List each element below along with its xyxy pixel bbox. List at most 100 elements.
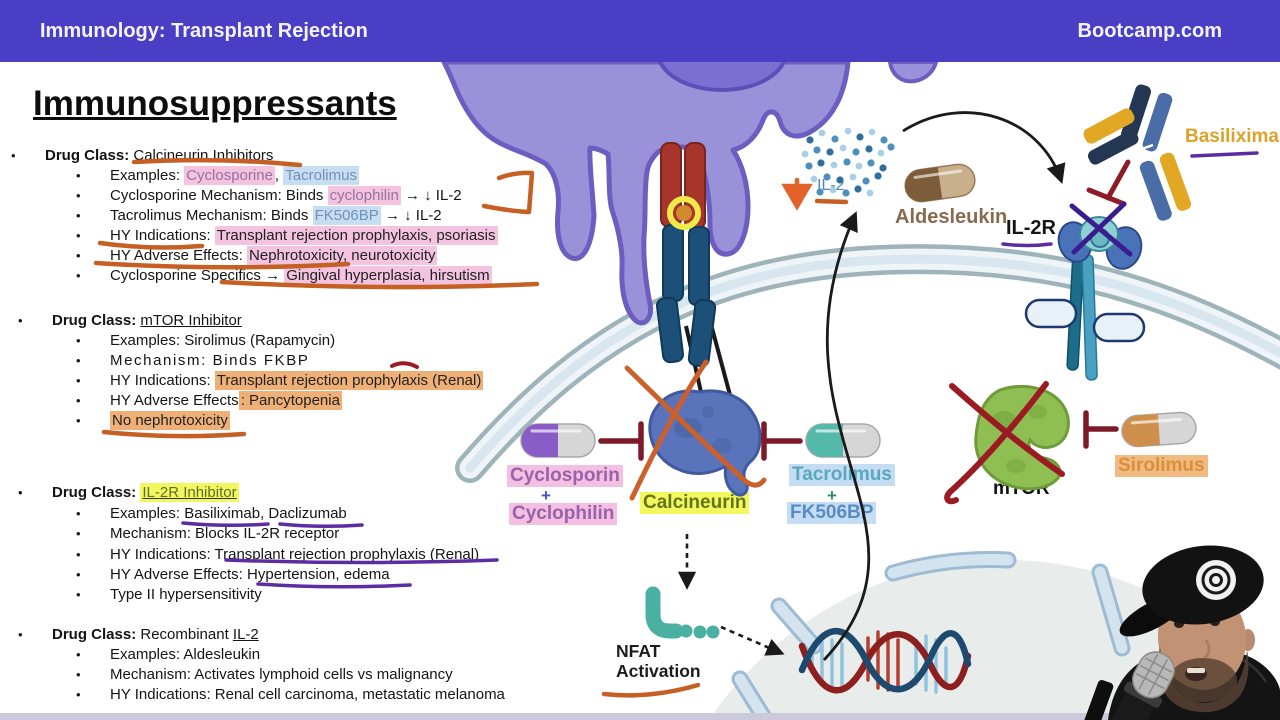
eye [1210, 618, 1220, 626]
nfat-protein [645, 586, 720, 639]
text-run: Mechanism: Activates lymphoid cells vs m… [110, 666, 453, 683]
text-run: HY Indications: Transplant rejection pro… [110, 546, 480, 563]
text-run: HY Indications: [110, 372, 215, 389]
face [1157, 586, 1247, 690]
slide-title: Immunosuppressants [33, 84, 397, 123]
text-run: Drug Class: [52, 626, 141, 643]
activation-text: Activation [616, 661, 701, 681]
text-run: cyclophilin [327, 186, 401, 205]
bullet-dot: • [76, 667, 81, 682]
il2-receptor [1057, 216, 1143, 381]
text-run: Mechanism: Binds FKBP [110, 352, 310, 369]
cyclophilin-label: Cyclophilin [509, 503, 618, 525]
webcam-presenter [1082, 545, 1280, 720]
drug-class-heading: •Drug Class: mTOR Inhibitor [18, 311, 242, 330]
text-run: Examples: Basiliximab, Daclizumab [110, 505, 347, 522]
bullet-dot: • [11, 148, 16, 163]
lecture-title: Immunology: Transplant Rejection [40, 20, 368, 42]
bullet-line: • Examples: Aldesleukin [76, 645, 261, 664]
text-run: → [265, 267, 281, 284]
cyclosporin-pill [520, 423, 596, 458]
header-bar: Immunology: Transplant Rejection Bootcam… [0, 0, 1280, 62]
bullet-line: • HY Adverse Effects: Hypertension, edema [76, 565, 390, 584]
text-run: Cyclosporine [184, 166, 275, 185]
text-run: HY Indications: Renal cell carcinoma, me… [110, 686, 505, 703]
nfat-text: NFAT [616, 641, 661, 661]
mtor-label: mTOR [993, 478, 1050, 499]
nfat-activation-label: NFAT Activation [616, 641, 701, 681]
text-run: HY Adverse Effects [110, 392, 239, 409]
text-run: HY Adverse Effects: Hypertension, edema [110, 566, 390, 583]
il2-dot-cloud [801, 127, 895, 197]
bullet-line: • No nephrotoxicity [76, 411, 230, 430]
bullet-line: •Tacrolimus Mechanism: Binds FK506BP → ↓… [76, 206, 442, 225]
sirolimus-pill [1121, 411, 1197, 448]
text-run: → [384, 207, 400, 224]
text-run: Gingival hyperplasia, hirsutism [284, 266, 492, 285]
tacrolimus-pill [805, 423, 881, 458]
microphone [1109, 651, 1175, 720]
bullet-dot: • [76, 547, 81, 562]
text-run: IL-2 [232, 626, 259, 643]
bullet-dot: • [76, 567, 81, 582]
drug-class-heading: • Drug Class: Calcineurin Inhibitors [11, 146, 274, 165]
text-run: HY Adverse Effects: [110, 247, 248, 264]
cap [1142, 545, 1264, 625]
jacket [1108, 646, 1280, 720]
bullet-dot: • [18, 485, 23, 500]
text-run: ↓ IL-2 [419, 187, 462, 204]
antibody-icon [1083, 84, 1192, 221]
text-run: Examples: [110, 167, 185, 184]
mhc-tcr-complex [655, 142, 750, 463]
il2r-label: IL-2R [1006, 217, 1056, 239]
text-run: Calcineurin Inhibitors [133, 147, 274, 164]
bullet-dot: • [76, 248, 81, 263]
nucleus [708, 551, 1280, 720]
cap-brim [1119, 595, 1185, 637]
text-run: No nephrotoxicity [110, 411, 230, 430]
dna-helix [798, 628, 972, 694]
text-run: Type II hypersensitivity [110, 586, 262, 603]
bullet-dot: • [76, 647, 81, 662]
bullet-line: •Cyclosporine Mechanism: Binds cyclophil… [76, 186, 462, 205]
fk506bp-label: FK506BP [787, 502, 877, 524]
mtor-blob [974, 385, 1070, 491]
antigen-ring [667, 196, 701, 230]
text-run: Examples: Aldesleukin [110, 646, 261, 663]
ear [1241, 629, 1255, 651]
nose [1203, 639, 1211, 660]
bullet-dot: • [76, 268, 81, 283]
bullet-line: •Cyclosporine Specifics → Gingival hyper… [76, 266, 492, 285]
beard [1158, 646, 1249, 713]
text-run: HY Indications: [110, 227, 215, 244]
text-run: Cyclosporine Mechanism: Binds [110, 187, 328, 204]
text-run: ↓ IL-2 [399, 207, 442, 224]
arrow-dna-to-il2 [822, 211, 871, 661]
text-run: Mechanism: Blocks IL-2R receptor [110, 525, 340, 542]
bottom-strip [0, 713, 1280, 720]
calcineurin-blob [648, 389, 762, 497]
bullet-line: •Mechanism: Binds FKBP [76, 351, 310, 370]
cap-logo [1196, 560, 1236, 600]
text-run: mTOR Inhibitor [140, 312, 242, 329]
text-run: Examples: Sirolimus (Rapamycin) [110, 332, 336, 349]
calcineurin-cross-out [624, 359, 767, 501]
bullet-line: •HY Adverse Effects: Nephrotoxicity, neu… [76, 246, 438, 265]
text-run: Drug Class: [52, 312, 141, 329]
text-run: Recombinant [140, 626, 233, 643]
bullet-line: • Mechanism: Activates lymphoid cells vs … [76, 665, 453, 684]
bullet-dot: • [76, 333, 81, 348]
text-run: IL-2R Inhibitor [140, 483, 239, 502]
bullet-dot: • [76, 587, 81, 602]
tacrolimus-label: Tacrolimus [789, 464, 895, 486]
jak-label: JAK [1104, 320, 1132, 335]
bullet-dot: • [76, 413, 81, 428]
bullet-dot: • [76, 373, 81, 388]
bullet-line: •HY Indications: Transplant rejection pr… [76, 226, 498, 245]
bullet-line: • Type II hypersensitivity [76, 585, 262, 604]
brand-label: Bootcamp.com [1077, 20, 1222, 42]
plus-sign: + [541, 486, 551, 505]
text-run: Drug Class: [45, 147, 134, 164]
bullet-dot: • [76, 393, 81, 408]
